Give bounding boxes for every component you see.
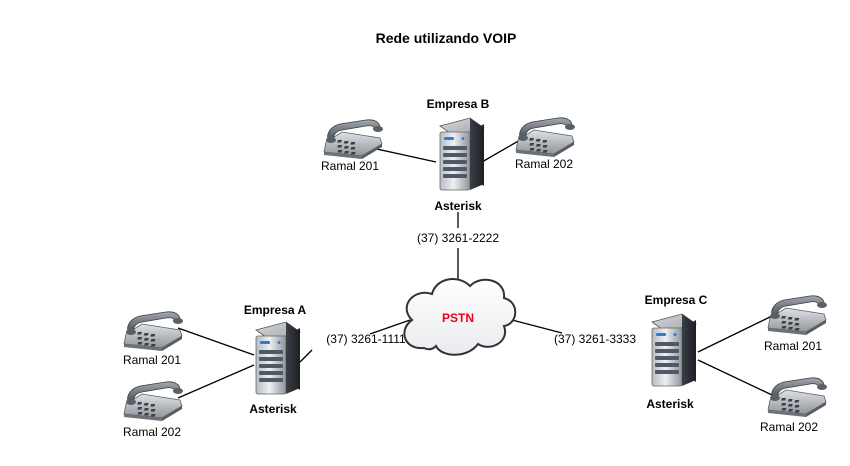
company-c-name: Empresa C (645, 293, 708, 307)
cloud-icon (403, 278, 517, 356)
company-b-server-label: Asterisk (434, 199, 482, 213)
pstn-cloud: PSTN (403, 278, 517, 356)
company-c-phone-number: (37) 3261-3333 (554, 332, 636, 346)
telephone-icon (123, 381, 184, 422)
company-b-group: Empresa B Asterisk (37) 3261-2222 Ramal … (321, 97, 576, 245)
telephone-icon (515, 117, 576, 158)
company-c-group: Empresa C Asterisk (37) 3261-3333 Ramal … (554, 293, 828, 434)
company-b-ext-201: Ramal 201 (321, 159, 379, 173)
server-tower-icon (439, 117, 485, 191)
company-c-ext-201: Ramal 201 (764, 339, 822, 353)
connection-lines (177, 139, 773, 399)
company-a-group: Empresa A Asterisk (37) 3261-1111 Ramal … (123, 303, 406, 439)
diagram-title: Rede utilizando VOIP (376, 30, 517, 46)
server-tower-icon (651, 313, 697, 387)
company-a-ext-201: Ramal 201 (123, 353, 181, 367)
company-b-ext-202: Ramal 202 (515, 157, 573, 171)
company-b-name: Empresa B (427, 97, 490, 111)
pstn-label: PSTN (442, 311, 474, 325)
server-tower-icon (255, 321, 301, 395)
telephone-icon (323, 119, 384, 160)
company-a-name: Empresa A (244, 303, 307, 317)
company-b-phone-number: (37) 3261-2222 (417, 231, 499, 245)
company-a-phone-number: (37) 3261-1111 (326, 332, 406, 346)
telephone-icon (767, 377, 828, 418)
company-a-server-label: Asterisk (249, 402, 297, 416)
company-c-ext-202: Ramal 202 (760, 420, 818, 434)
telephone-icon (123, 311, 184, 352)
company-c-server-label: Asterisk (646, 397, 694, 411)
company-a-ext-202: Ramal 202 (123, 425, 181, 439)
telephone-icon (767, 295, 828, 336)
